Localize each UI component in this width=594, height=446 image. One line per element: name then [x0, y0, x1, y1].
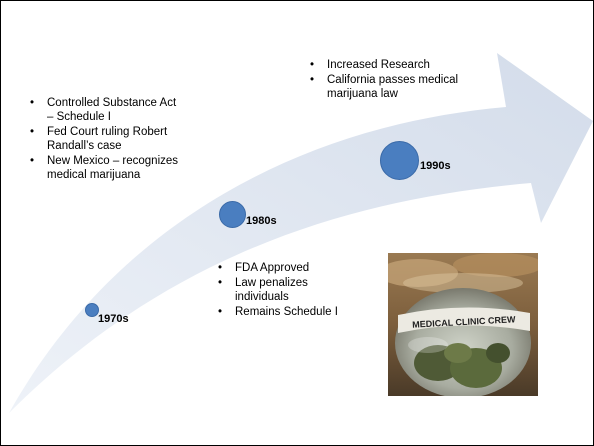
bullet-list-1990s: Increased Research California passes med… — [310, 58, 490, 102]
bullet-item: Increased Research — [310, 58, 490, 72]
timeline-marker-1980s — [219, 201, 246, 228]
bullet-item: California passes medical marijuana law — [310, 73, 490, 101]
jar-image: MEDICAL CLINIC CREW — [388, 253, 538, 396]
bullet-list-1980s: FDA Approved Law penalizes individuals R… — [218, 261, 338, 320]
bullet-item: Law penalizes individuals — [218, 276, 338, 304]
timeline-arrow-body — [9, 53, 593, 413]
decade-label-1980s: 1980s — [246, 215, 277, 227]
bullet-item: Remains Schedule I — [218, 305, 338, 319]
decade-label-1990s: 1990s — [420, 160, 451, 172]
timeline-marker-1990s — [380, 141, 419, 180]
decade-label-1970s: 1970s — [98, 313, 129, 325]
bullet-list-1970s: Controlled Substance Act – Schedule I Fe… — [30, 96, 180, 183]
marijuana-jar-photo: MEDICAL CLINIC CREW — [388, 253, 538, 396]
timeline-marker-1970s — [85, 303, 99, 317]
bullet-item: Controlled Substance Act – Schedule I — [30, 96, 180, 124]
bullet-item: Fed Court ruling Robert Randall’s case — [30, 125, 180, 153]
bullet-item: New Mexico – recognizes medical marijuan… — [30, 154, 180, 182]
bullet-item: FDA Approved — [218, 261, 338, 275]
